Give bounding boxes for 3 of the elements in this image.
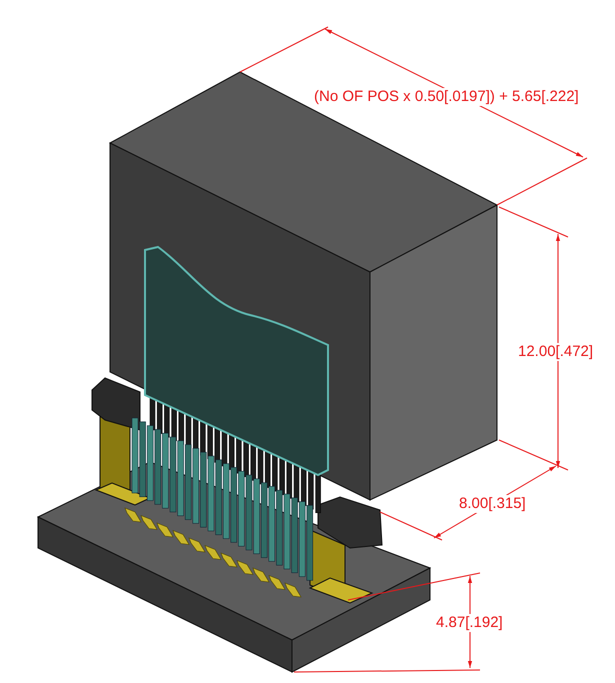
dimension-label: 8.00[.315] — [457, 495, 528, 513]
dimension-label: (No OF POS x 0.50[.0197]) + 5.65[.222] — [312, 88, 581, 106]
dimension-label: 4.87[.192] — [434, 614, 505, 632]
